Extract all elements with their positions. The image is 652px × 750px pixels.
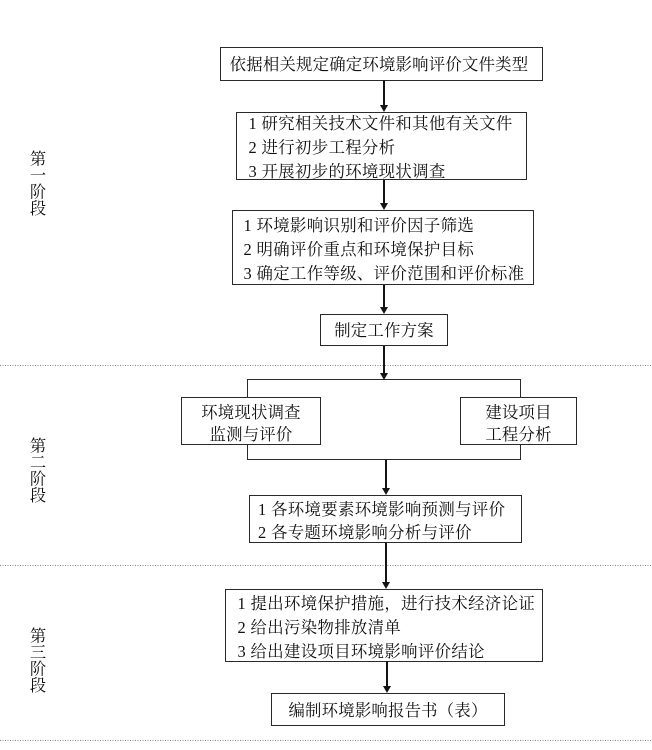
stage-label-3: 第三阶段 — [27, 627, 46, 693]
arrow-stem — [385, 543, 387, 584]
arrow-stem — [383, 345, 385, 375]
list-item: 3 开展初步的环境现状调查 — [248, 162, 446, 181]
stage-separator-line-3 — [0, 740, 652, 741]
stage-separator-line-1 — [0, 364, 652, 366]
list-item: 1 提出环境保护措施，进行技术经济论证 — [237, 593, 536, 613]
arrowhead-icon — [380, 372, 388, 380]
box-status-survey-line2: 监测与评价 — [209, 425, 293, 444]
box-determine-doc-type: 依据相关规定确定环境影响评价文件类型 — [220, 47, 543, 81]
box-status-survey-line1: 环境现状调查 — [201, 402, 301, 422]
arrow-stem — [384, 460, 387, 490]
arrow-down-6 — [382, 543, 390, 589]
arrow-down-7 — [382, 661, 391, 693]
arrowhead-icon — [380, 105, 388, 112]
list-item: 2 各专题环境影响分析与评价 — [258, 523, 472, 542]
box-compile-report-text: 编制环境影响报告书（表） — [288, 701, 488, 720]
box-work-plan: 制定工作方案 — [320, 314, 448, 346]
box-impact-screening: 1 环境影响识别和评价因子筛选 2 明确评价重点和环境保护目标 3 确定工作等级… — [232, 210, 534, 285]
list-item: 1 各环境要素环境影响预测与评价 — [258, 500, 506, 519]
arrowhead-icon — [382, 686, 391, 693]
arrow-down-4 — [380, 345, 388, 380]
arrow-down-5 — [381, 460, 390, 495]
box-impact-prediction: 1 各环境要素环境影响预测与评价 2 各专题环境影响分析与评价 — [249, 495, 522, 543]
arrowhead-icon — [382, 582, 390, 589]
box-status-survey: 环境现状调查 监测与评价 — [181, 397, 321, 445]
box-project-analysis-line2: 工程分析 — [485, 425, 552, 444]
arrow-down-2 — [380, 180, 388, 210]
box-preliminary-work: 1 研究相关技术文件和其他有关文件 2 进行初步工程分析 3 开展初步的环境现状… — [236, 112, 527, 181]
arrow-stem — [383, 80, 385, 107]
box-project-analysis: 建设项目 工程分析 — [460, 397, 577, 445]
stage-label-2: 第二阶段 — [27, 437, 46, 503]
stage-separator-line-2 — [0, 565, 652, 566]
list-item: 2 给出污染物排放清单 — [237, 617, 402, 637]
list-item: 1 环境影响识别和评价因子筛选 — [243, 215, 475, 235]
list-item: 2 明确评价重点和环境保护目标 — [243, 239, 475, 259]
arrowhead-icon — [380, 203, 388, 210]
arrow-down-3 — [380, 285, 388, 314]
box-determine-doc-type-text: 依据相关规定确定环境影响评价文件类型 — [229, 54, 529, 74]
arrowhead-icon — [380, 307, 388, 314]
stage-label-1: 第一阶段 — [27, 150, 46, 216]
box-protection-measures: 1 提出环境保护措施，进行技术经济论证 2 给出污染物排放清单 3 给出建设项目… — [225, 589, 543, 662]
list-item: 3 给出建设项目环境影响评价结论 — [237, 641, 485, 661]
arrow-stem — [385, 661, 388, 688]
box-work-plan-text: 制定工作方案 — [334, 320, 434, 340]
box-compile-report: 编制环境影响报告书（表） — [271, 693, 505, 726]
arrow-stem — [383, 180, 385, 205]
arrowhead-icon — [381, 488, 390, 495]
list-item: 1 研究相关技术文件和其他有关文件 — [248, 114, 513, 133]
box-project-analysis-line1: 建设项目 — [485, 402, 552, 422]
arrow-down-1 — [380, 80, 388, 112]
arrow-stem — [383, 285, 385, 309]
list-item: 3 确定工作等级、评价范围和评价标准 — [243, 263, 525, 283]
list-item: 2 进行初步工程分析 — [248, 138, 396, 157]
